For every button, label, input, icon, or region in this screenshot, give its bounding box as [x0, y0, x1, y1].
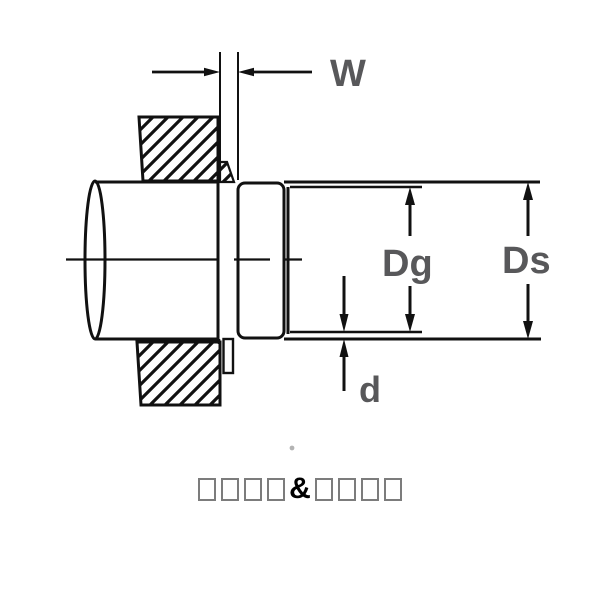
ds-label: Ds: [502, 240, 551, 282]
d-arrow-up-icon: [339, 339, 349, 357]
w-label: W: [330, 53, 366, 95]
ds-arrow-up-icon: [523, 182, 533, 200]
dg-label: Dg: [382, 243, 433, 285]
dg-arrow-down-icon: [405, 314, 415, 332]
retaining-ring-section-bottom: [222, 337, 235, 375]
caption-ampersand: &: [289, 472, 311, 505]
housing-section-bottom: [135, 340, 222, 407]
d-arrow-down-icon: [339, 314, 349, 332]
artifact-dot: [289, 445, 295, 451]
caption-left-text: [195, 472, 287, 505]
w-arrow-left-icon: [238, 67, 254, 77]
retaining-ring-section-top: [218, 160, 236, 184]
caption: &: [0, 472, 600, 505]
dimension-dg: Dg: [290, 185, 433, 334]
ds-arrow-down-icon: [523, 321, 533, 339]
dimension-d: d: [339, 276, 381, 410]
d-label: d: [359, 369, 381, 410]
dimension-ds: Ds: [502, 182, 551, 339]
shaft: [83, 179, 541, 344]
dg-arrow-up-icon: [405, 187, 415, 205]
caption-right-text: [313, 472, 405, 505]
w-arrow-right-icon: [204, 67, 220, 77]
dimension-w: W: [152, 52, 366, 180]
housing-section-top: [137, 115, 220, 183]
